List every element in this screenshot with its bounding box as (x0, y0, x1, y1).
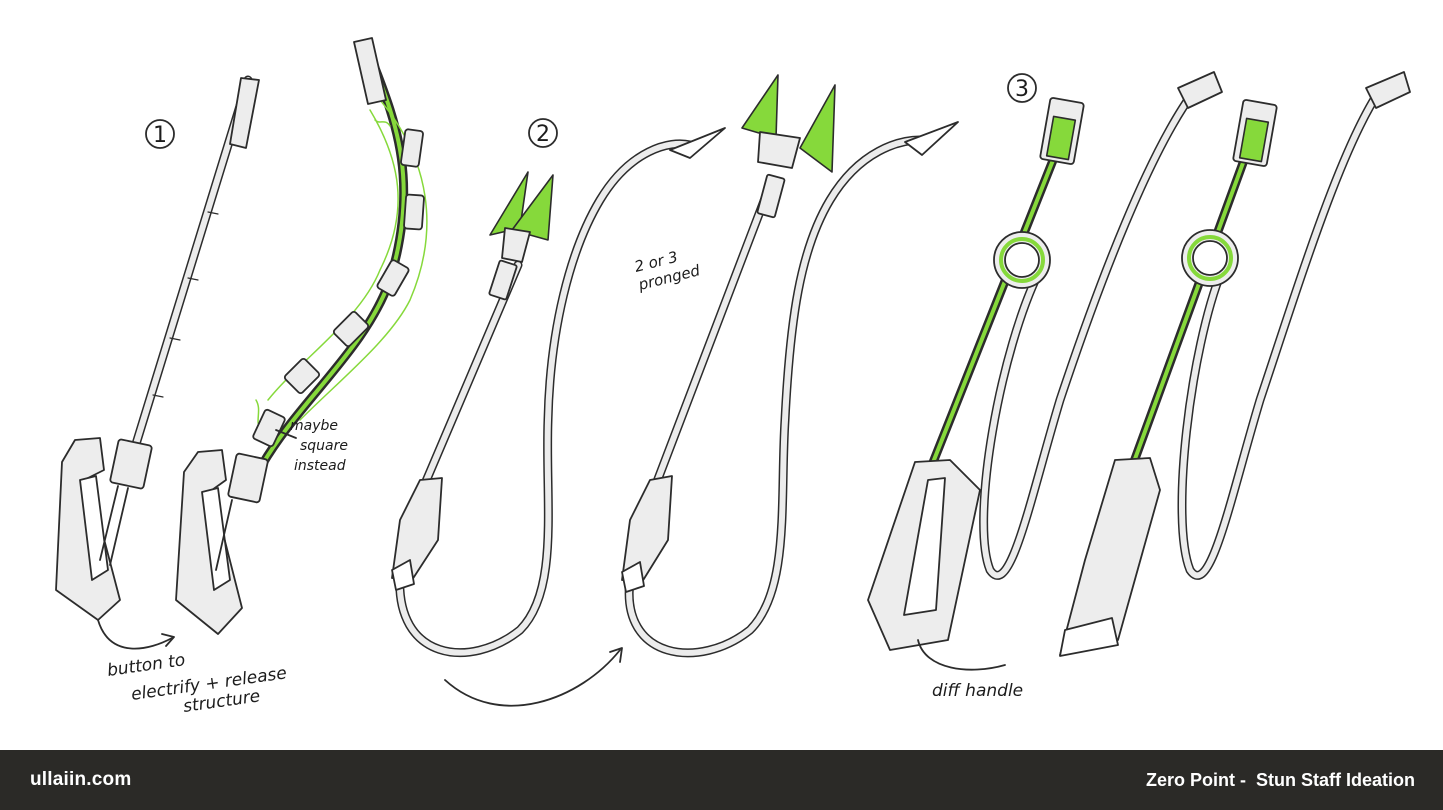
arrow-2-head (609, 647, 623, 663)
arrow-1-head (161, 633, 175, 647)
arrow-2 (444, 649, 621, 707)
concept-sketches: 1 2 3 maybe square instead button to ele… (55, 37, 1411, 717)
sketch-sheet: 1 2 3 maybe square instead button to ele… (55, 37, 1411, 717)
staff-2a-sketch (391, 127, 726, 657)
note-maybe-line3: instead (294, 458, 346, 474)
handle-pointer (917, 639, 1006, 671)
staff-2b-sketch (621, 74, 959, 658)
note-maybe-line2: square (300, 438, 348, 454)
label-3: 3 (1007, 73, 1037, 103)
staff-1a-sketch (55, 75, 260, 621)
label-1-text: 1 (153, 123, 167, 148)
label-1: 1 (145, 119, 175, 149)
label-2-text: 2 (536, 122, 550, 147)
arrow-1 (97, 619, 173, 650)
staff-1b-sketch (175, 37, 428, 635)
label-2: 2 (528, 118, 558, 148)
note-diff-handle: diff handle (932, 681, 1023, 701)
site-url: ullaiin.com (30, 769, 132, 790)
project-title: Zero Point - Stun Staff Ideation (1146, 769, 1415, 790)
footer-bar: ullaiin.com Zero Point - Stun Staff Idea… (0, 750, 1443, 810)
note-button-line1: button to (106, 650, 187, 681)
maybe-pointer (275, 429, 297, 439)
note-maybe-line1: maybe (290, 418, 338, 434)
label-3-text: 3 (1015, 77, 1029, 102)
staff-3b-sketch (1059, 71, 1411, 657)
staff-3a-sketch (867, 71, 1223, 651)
